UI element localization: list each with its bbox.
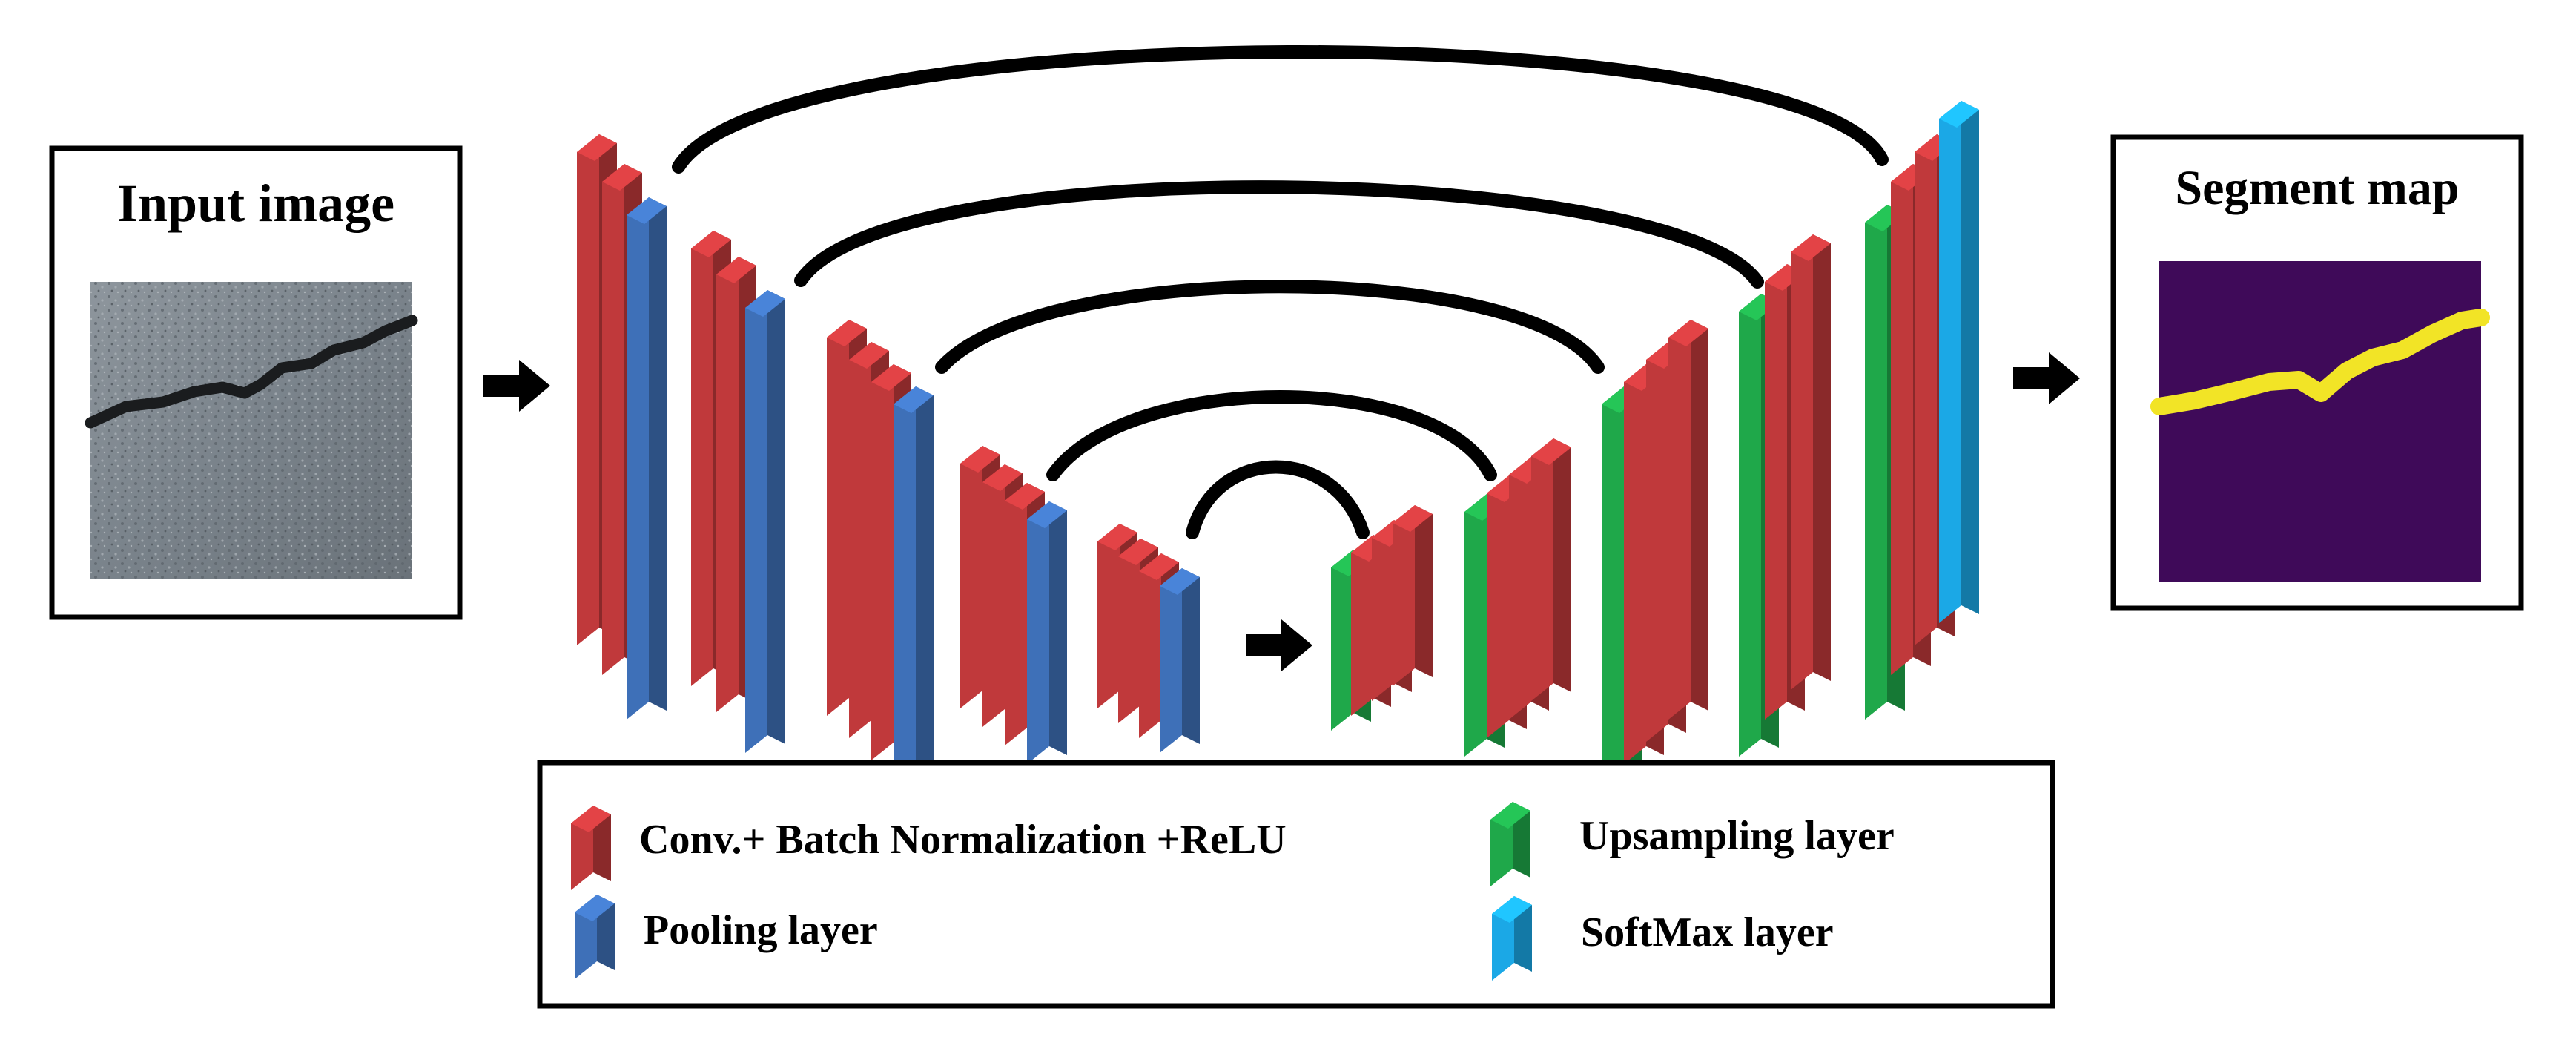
skip-connections: [672, 45, 1889, 539]
skip-connection-arc: [1186, 460, 1370, 539]
output-panel-title: Segment map: [2175, 161, 2459, 215]
legend-icons: [571, 802, 1532, 981]
legend-swatch-pooling: [575, 895, 615, 979]
conv-layer-25: [1531, 438, 1571, 701]
skip-connection-arc: [1046, 390, 1497, 481]
pooling-layer-5: [745, 290, 785, 753]
legend-label-conv: Conv.+ Batch Normalization +ReLU: [639, 817, 1287, 863]
skip-connection-arc: [794, 180, 1764, 289]
conv-layer-21: [1393, 505, 1433, 686]
arrow-right-icon: [483, 360, 550, 412]
segment-crack: [2150, 309, 2490, 415]
legend: Conv.+ Batch Normalization +ReLU Upsampl…: [537, 760, 2055, 1009]
pooling-layer-9: [894, 386, 934, 786]
input-panel-title: Input image: [117, 174, 394, 233]
crack-line: [85, 315, 418, 429]
pooling-layer-2: [627, 197, 667, 720]
pooling-layer-17: [1160, 568, 1200, 753]
skip-connection-arc: [935, 280, 1605, 374]
conv-layer-29: [1668, 320, 1708, 720]
legend-swatch-conv: [571, 806, 611, 890]
conv-layer-32: [1791, 234, 1831, 690]
softmax-layer-36: [1939, 101, 1979, 623]
legend-swatch-upsampling: [1490, 802, 1530, 886]
pooling-layer-13: [1027, 501, 1067, 764]
legend-label-pooling: Pooling layer: [644, 907, 878, 953]
arrow-right-icon: [2013, 352, 2080, 404]
input-panel: Input image: [49, 145, 463, 620]
network-layers: [577, 101, 1979, 786]
segment-map-image: [2150, 261, 2490, 582]
output-panel: Segment map: [2110, 134, 2524, 611]
legend-label-upsampling: Upsampling layer: [1579, 813, 1895, 859]
legend-label-softmax: SoftMax layer: [1581, 909, 1834, 955]
input-image: [85, 282, 418, 579]
arrow-right-icon: [1246, 619, 1312, 671]
skip-connection-arc: [672, 45, 1889, 174]
arrows: [483, 352, 2080, 671]
legend-swatch-softmax: [1492, 896, 1532, 981]
